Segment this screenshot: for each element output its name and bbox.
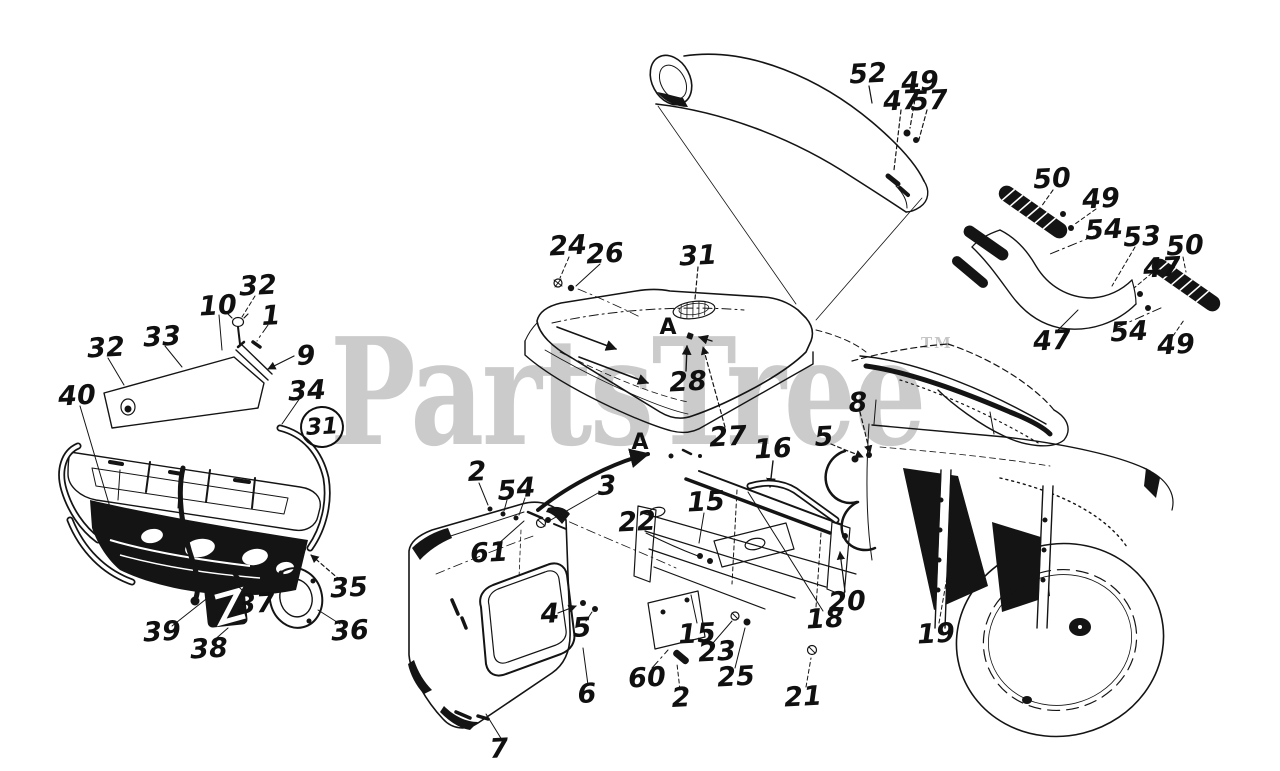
tractor-rear-art (851, 343, 1174, 738)
watermark-tm-mark: TM (921, 334, 953, 352)
discharge-chute-art (649, 53, 929, 321)
support-hooks-art (824, 449, 877, 593)
screen-frame-art (58, 295, 341, 643)
latch-bracket-art (951, 185, 1221, 337)
mounting-rack-art (633, 470, 857, 691)
grass-bag-art (408, 448, 702, 741)
cover-art (524, 256, 873, 488)
